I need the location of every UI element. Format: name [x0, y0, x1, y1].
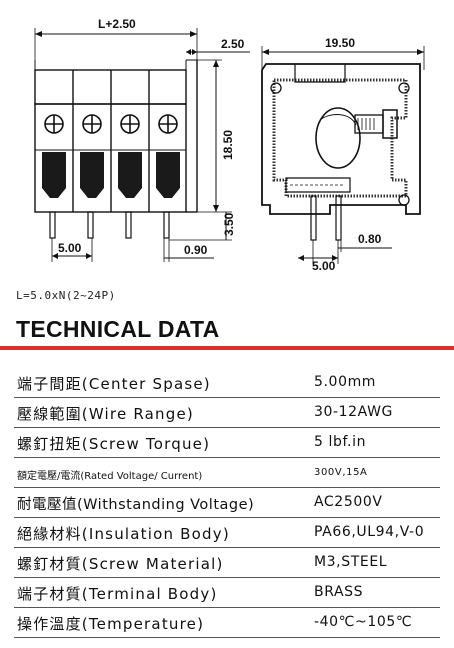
spec-row: 壓線範圍(Wire Range) 30-12AWG: [14, 398, 440, 428]
spec-row: 耐電壓值(Withstanding Voltage) AC2500V: [14, 488, 440, 518]
spec-label: 螺釘材質(Screw Material): [17, 555, 224, 573]
spec-label: 端子材質(Terminal Body): [17, 585, 218, 603]
front-view: [34, 28, 250, 262]
spec-value: -40℃~105℃: [314, 614, 413, 630]
section-heading: TECHNICAL DATA: [16, 316, 220, 342]
spec-label: 額定電壓/電流(Rated Voltage/ Current): [17, 471, 203, 482]
spec-table: 端子間距(Center Spase) 5.00mm 壓線範圍(Wire Rang…: [0, 368, 454, 638]
spec-value: 5 lbf.in: [314, 434, 367, 450]
spec-row: 操作溫度(Temperature) -40℃~105℃: [14, 608, 440, 638]
heading-divider: [0, 346, 454, 350]
dim-side-pin-width: 0.80: [358, 232, 382, 246]
spec-label: 螺釘扭矩(Screw Torque): [17, 435, 211, 453]
dim-front-pitch: 5.00: [58, 241, 82, 255]
spec-value: 30-12AWG: [314, 404, 393, 420]
spec-row: 端子間距(Center Spase) 5.00mm: [14, 368, 440, 398]
dim-front-side-top: 2.50: [221, 37, 245, 51]
spec-label: 壓線範圍(Wire Range): [17, 405, 194, 423]
dim-front-pin: 3.50: [222, 212, 236, 236]
dim-side-pin-pitch: 5.00: [312, 259, 336, 273]
spec-row: 絕緣材料(Insulation Body) PA66,UL94,V-0: [14, 518, 440, 548]
technical-drawing: L+2.50 2.50 18.50 3.50 5.00 0.90: [34, 17, 425, 273]
spec-row: 端子材質(Terminal Body) BRASS: [14, 578, 440, 608]
spec-row: 螺釘扭矩(Screw Torque) 5 lbf.in: [14, 428, 440, 458]
spec-value: 300V,15A: [314, 467, 368, 478]
dim-front-pin-width: 0.90: [184, 243, 208, 257]
dim-front-top: L+2.50: [98, 17, 136, 31]
side-view: [261, 46, 425, 264]
dim-side-depth: 19.50: [325, 36, 355, 50]
spec-value: 5.00mm: [314, 374, 377, 390]
spec-label: 操作溫度(Temperature): [17, 615, 205, 633]
spec-label: 端子間距(Center Spase): [17, 375, 211, 393]
spec-value: M3,STEEL: [314, 554, 388, 570]
spec-value: AC2500V: [314, 494, 383, 510]
spec-row: 螺釘材質(Screw Material) M3,STEEL: [14, 548, 440, 578]
spec-value: PA66,UL94,V-0: [314, 524, 425, 540]
spec-row: 額定電壓/電流(Rated Voltage/ Current) 300V,15A: [14, 458, 440, 488]
spec-label: 耐電壓值(Withstanding Voltage): [17, 497, 255, 513]
length-formula: L=5.0xN(2~24P): [16, 289, 116, 302]
spec-value: BRASS: [314, 584, 364, 600]
spec-label: 絕緣材料(Insulation Body): [17, 525, 230, 543]
dim-front-height: 18.50: [221, 130, 235, 160]
